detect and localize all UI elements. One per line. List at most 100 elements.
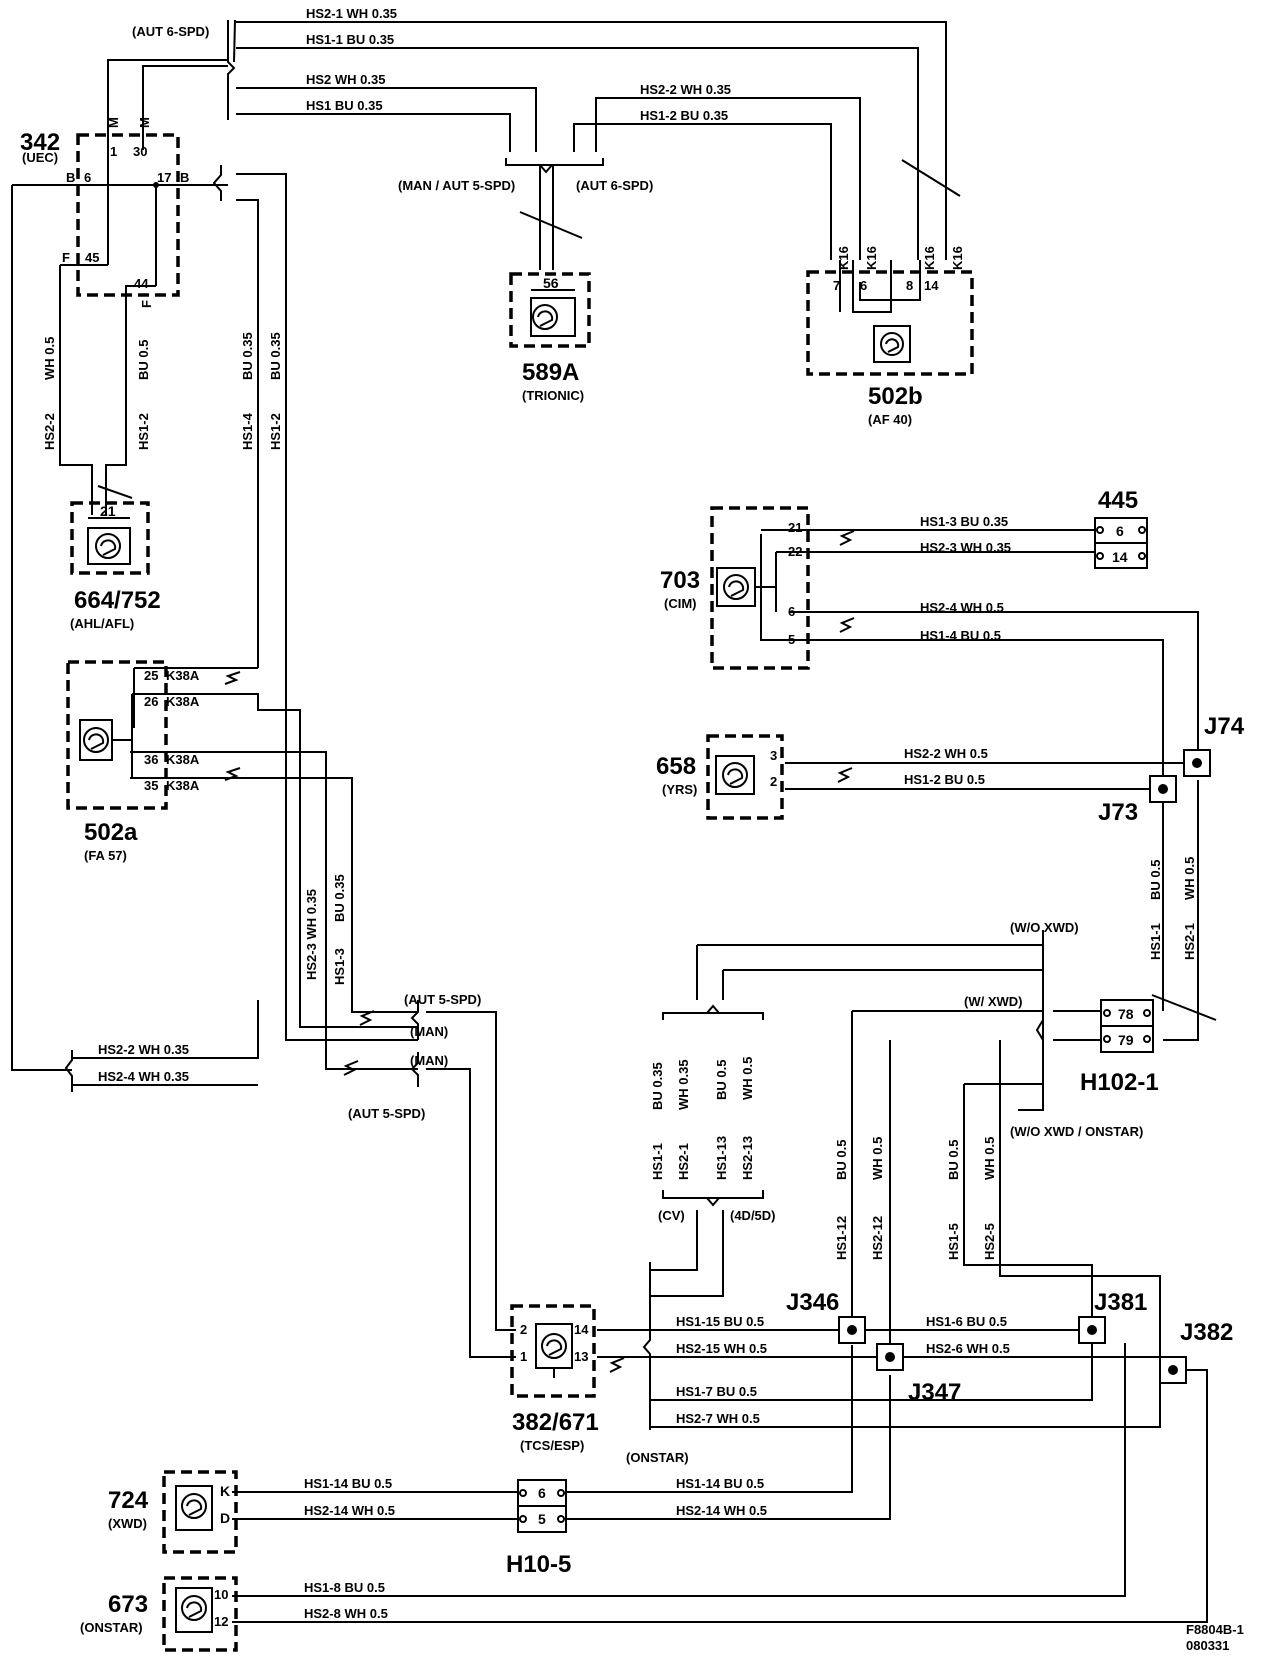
svg-text:HS2-2: HS2-2 xyxy=(42,413,57,450)
footer-date: 080331 xyxy=(1186,1638,1229,1653)
svg-text:2: 2 xyxy=(770,774,777,789)
c502b-sub: (AF 40) xyxy=(868,412,912,427)
svg-text:HS1-3 BU 0.35: HS1-3 BU 0.35 xyxy=(920,514,1008,529)
svg-text:6: 6 xyxy=(788,604,795,619)
c342-sub: (UEC) xyxy=(22,150,58,165)
svg-text:K38A: K38A xyxy=(166,778,200,793)
svg-text:HS2-13: HS2-13 xyxy=(740,1136,755,1180)
svg-text:HS1-2: HS1-2 xyxy=(136,413,151,450)
svg-text:K16: K16 xyxy=(950,246,965,270)
svg-text:HS2-15 WH 0.5: HS2-15 WH 0.5 xyxy=(676,1341,767,1356)
j73-label: J73 xyxy=(1098,799,1138,826)
c502b-id: 502b xyxy=(868,383,923,410)
svg-text:WH 0.35: WH 0.35 xyxy=(676,1059,691,1110)
svg-text:BU 0.35: BU 0.35 xyxy=(240,332,255,380)
svg-text:(W/O XWD): (W/O XWD) xyxy=(1010,920,1079,935)
component-502a: 25 26 36 35 K38A K38A K38A K38A 502a (FA… xyxy=(66,660,200,863)
svg-text:HS1-12: HS1-12 xyxy=(834,1216,849,1260)
svg-text:HS2-5: HS2-5 xyxy=(982,1223,997,1260)
c502a-id: 502a xyxy=(84,819,138,846)
component-658: 3 2 658 (YRS) xyxy=(656,734,784,820)
svg-text:M: M xyxy=(137,117,152,128)
svg-text:F: F xyxy=(62,250,70,265)
svg-text:HS1-13: HS1-13 xyxy=(714,1136,729,1180)
svg-text:HS2-2 WH 0.35: HS2-2 WH 0.35 xyxy=(640,82,731,97)
svg-text:HS1-4 BU 0.5: HS1-4 BU 0.5 xyxy=(920,628,1001,643)
component-342: 342 (UEC) B 6 1 30 17 B F 45 44 M M F xyxy=(20,117,189,308)
svg-text:3: 3 xyxy=(770,748,777,763)
component-724: K D 724 (XWD) xyxy=(108,1470,238,1554)
j381-label: J381 xyxy=(1094,1289,1147,1316)
svg-text:BU 0.35: BU 0.35 xyxy=(332,874,347,922)
svg-text:HS2-1: HS2-1 xyxy=(1182,923,1197,960)
c382-id: 382/671 xyxy=(512,1409,599,1436)
svg-text:HS2-4 WH 0.35: HS2-4 WH 0.35 xyxy=(98,1069,189,1084)
svg-text:K38A: K38A xyxy=(166,668,200,683)
svg-text:HS1-2 BU 0.35: HS1-2 BU 0.35 xyxy=(640,108,728,123)
svg-text:HS2-3 WH 0.35: HS2-3 WH 0.35 xyxy=(920,540,1011,555)
svg-text:13: 13 xyxy=(574,1349,588,1364)
variant-labels: (AUT 6-SPD) (MAN / AUT 5-SPD) (AUT 6-SPD… xyxy=(132,24,1143,1465)
component-589a: 56 589A (TRIONIC) xyxy=(509,272,591,403)
svg-text:14: 14 xyxy=(1112,549,1128,565)
svg-text:HS1 BU 0.35: HS1 BU 0.35 xyxy=(306,98,383,113)
svg-text:1: 1 xyxy=(520,1349,527,1364)
c724-sub: (XWD) xyxy=(108,1516,147,1531)
svg-text:(MAN / AUT 5-SPD): (MAN / AUT 5-SPD) xyxy=(398,178,515,193)
svg-text:HS2-1 WH 0.35: HS2-1 WH 0.35 xyxy=(306,6,397,21)
svg-text:(AUT 6-SPD): (AUT 6-SPD) xyxy=(576,178,653,193)
svg-text:35: 35 xyxy=(144,778,158,793)
svg-text:B: B xyxy=(180,170,189,185)
svg-text:HS2-14 WH 0.5: HS2-14 WH 0.5 xyxy=(676,1503,767,1518)
c342-id: 342 xyxy=(20,129,60,156)
bus-braces xyxy=(64,20,1044,1430)
connector-h10-5: 6 5 H10-5 xyxy=(506,1479,571,1578)
svg-text:6: 6 xyxy=(84,170,91,185)
svg-text:HS1-2 BU 0.5: HS1-2 BU 0.5 xyxy=(904,772,985,787)
wires xyxy=(11,19,1208,1623)
c502a-sub: (FA 57) xyxy=(84,848,127,863)
c724-id: 724 xyxy=(108,1487,149,1514)
svg-text:D: D xyxy=(220,1510,230,1526)
svg-text:M: M xyxy=(106,117,121,128)
svg-text:HS1-14 BU 0.5: HS1-14 BU 0.5 xyxy=(304,1476,392,1491)
c673-sub: (ONSTAR) xyxy=(80,1620,143,1635)
svg-text:36: 36 xyxy=(144,752,158,767)
svg-text:HS2-7 WH 0.5: HS2-7 WH 0.5 xyxy=(676,1411,760,1426)
j382-label: J382 xyxy=(1180,1319,1233,1346)
svg-text:HS1-2: HS1-2 xyxy=(268,413,283,450)
svg-text:12: 12 xyxy=(214,1614,228,1629)
svg-text:6: 6 xyxy=(860,278,867,293)
c658-sub: (YRS) xyxy=(662,782,697,797)
svg-text:HS2 WH 0.35: HS2 WH 0.35 xyxy=(306,72,385,87)
c589a-id: 589A xyxy=(522,359,579,386)
component-673: 10 12 673 (ONSTAR) xyxy=(80,1576,238,1652)
junctions: J74 J73 J346 J347 J381 J382 xyxy=(786,713,1245,1406)
component-382-671: 2 1 14 13 382/671 (TCS/ESP) xyxy=(510,1304,599,1453)
svg-text:BU 0.5: BU 0.5 xyxy=(834,1140,849,1180)
svg-text:BU 0.5: BU 0.5 xyxy=(714,1060,729,1100)
svg-text:HS1-14 BU 0.5: HS1-14 BU 0.5 xyxy=(676,1476,764,1491)
svg-text:HS2-14 WH 0.5: HS2-14 WH 0.5 xyxy=(304,1503,395,1518)
svg-text:56: 56 xyxy=(543,275,559,291)
svg-text:HS2-6 WH 0.5: HS2-6 WH 0.5 xyxy=(926,1341,1010,1356)
svg-text:B: B xyxy=(66,170,75,185)
svg-text:K16: K16 xyxy=(836,246,851,270)
svg-text:HS1-3: HS1-3 xyxy=(332,948,347,985)
svg-text:(MAN): (MAN) xyxy=(410,1024,448,1039)
svg-text:BU 0.5: BU 0.5 xyxy=(946,1140,961,1180)
c658-id: 658 xyxy=(656,753,696,780)
j346-label: J346 xyxy=(786,1289,839,1316)
svg-text:WH 0.5: WH 0.5 xyxy=(42,337,57,380)
svg-text:6: 6 xyxy=(1116,523,1124,539)
svg-text:WH 0.5: WH 0.5 xyxy=(982,1137,997,1180)
svg-text:10: 10 xyxy=(214,1587,228,1602)
svg-text:HS2-2 WH 0.5: HS2-2 WH 0.5 xyxy=(904,746,988,761)
component-445: 6 14 445 xyxy=(1094,487,1148,569)
c589a-sub: (TRIONIC) xyxy=(522,388,584,403)
component-502b: 7 6 8 14 K16 K16 K16 K16 502b (AF 40) xyxy=(806,246,974,427)
j74-label: J74 xyxy=(1204,713,1245,740)
j347-label: J347 xyxy=(908,1379,961,1406)
svg-text:25: 25 xyxy=(144,668,158,683)
svg-text:HS1-1: HS1-1 xyxy=(650,1143,665,1180)
